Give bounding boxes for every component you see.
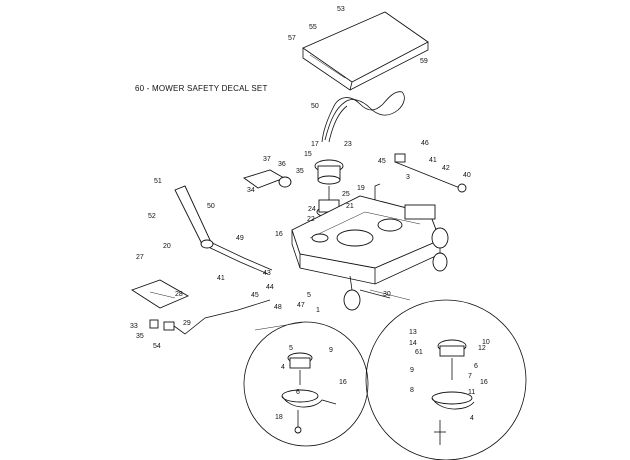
callout: 59 bbox=[420, 58, 428, 65]
callout: 13 bbox=[409, 329, 417, 336]
callout: 16 bbox=[339, 379, 347, 386]
callout: 61 bbox=[415, 349, 423, 356]
callout: 29 bbox=[183, 320, 191, 327]
callout: 17 bbox=[311, 141, 319, 148]
callout: 3 bbox=[406, 174, 410, 181]
callout: 35 bbox=[136, 333, 144, 340]
callout: 52 bbox=[148, 213, 156, 220]
callout: 30 bbox=[383, 291, 391, 298]
callout: 55 bbox=[309, 24, 317, 31]
drive-belt bbox=[321, 91, 405, 143]
callout: 50 bbox=[207, 203, 215, 210]
adjuster-rod bbox=[394, 153, 467, 193]
callout: 18 bbox=[275, 414, 283, 421]
callout: 14 bbox=[409, 340, 417, 347]
callout: 9 bbox=[329, 347, 333, 354]
callout: 41 bbox=[429, 157, 437, 164]
callout: 37 bbox=[263, 156, 271, 163]
callout: 6 bbox=[296, 389, 300, 396]
callout: 5 bbox=[289, 345, 293, 352]
callout: 16 bbox=[480, 379, 488, 386]
detail-circle-right bbox=[365, 299, 527, 460]
callout: 16 bbox=[275, 231, 283, 238]
detail-circle-left bbox=[243, 321, 369, 447]
bracket-block bbox=[242, 169, 292, 189]
callout-labels: 53 55 57 59 50 17 23 15 37 36 35 34 25 2… bbox=[130, 6, 490, 422]
hardware-cluster bbox=[149, 299, 271, 335]
callout: 20 bbox=[163, 243, 171, 250]
callout: 5 bbox=[307, 292, 311, 299]
callout: 12 bbox=[478, 345, 486, 352]
callout: 22 bbox=[307, 216, 315, 223]
callout: 7 bbox=[468, 373, 472, 380]
callout: 11 bbox=[468, 389, 475, 396]
lift-arm bbox=[174, 185, 273, 275]
callout: 28 bbox=[175, 291, 183, 298]
callout: 46 bbox=[421, 140, 429, 147]
callout: 42 bbox=[442, 165, 450, 172]
callout: 44 bbox=[266, 284, 274, 291]
callout: 45 bbox=[251, 292, 259, 299]
callout: 53 bbox=[337, 6, 345, 13]
callout: 24 bbox=[308, 206, 316, 213]
callout: 43 bbox=[263, 270, 271, 277]
callout: 54 bbox=[153, 343, 161, 350]
callout: 45 bbox=[378, 158, 386, 165]
callout: 33 bbox=[130, 323, 138, 330]
callout: 25 bbox=[342, 191, 350, 198]
callout: 1 bbox=[316, 307, 320, 314]
callout: 6 bbox=[474, 363, 478, 370]
callout: 21 bbox=[346, 203, 354, 210]
callout: 57 bbox=[288, 35, 296, 42]
callout: 15 bbox=[304, 151, 312, 158]
callout: 10 bbox=[482, 339, 490, 346]
callout: 23 bbox=[344, 141, 352, 148]
callout: 9 bbox=[410, 367, 414, 374]
belt-cover bbox=[302, 11, 429, 91]
callout: 51 bbox=[154, 178, 162, 185]
callout: 49 bbox=[236, 235, 244, 242]
callout: 47 bbox=[297, 302, 305, 309]
callout: 27 bbox=[136, 254, 144, 261]
callout: 35 bbox=[296, 168, 304, 175]
callout: 48 bbox=[274, 304, 282, 311]
deflector-plate bbox=[130, 279, 190, 309]
callout: 50 bbox=[311, 103, 319, 110]
callout: 4 bbox=[470, 415, 474, 422]
callout: 34 bbox=[247, 187, 255, 194]
mower-deck bbox=[291, 183, 449, 311]
callout: 19 bbox=[357, 185, 365, 192]
callout: 8 bbox=[410, 387, 414, 394]
callout: 4 bbox=[281, 364, 285, 371]
decal-set-note: 60 - MOWER SAFETY DECAL SET bbox=[135, 84, 268, 93]
callout: 40 bbox=[463, 172, 471, 179]
callout: 41 bbox=[217, 275, 225, 282]
callout: 36 bbox=[278, 161, 286, 168]
